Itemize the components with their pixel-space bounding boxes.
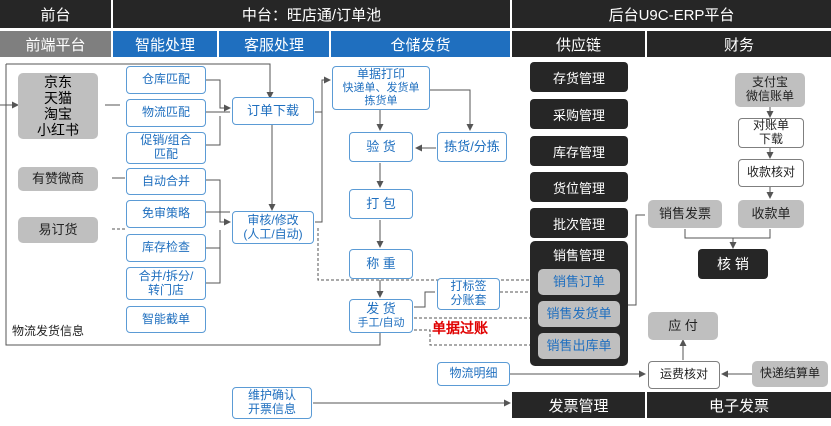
review-modify: 审核/修改 (人工/自动) — [232, 211, 314, 244]
platform-youzan: 有赞微商 — [18, 167, 98, 191]
label-split-accounts: 打标签 分账套 — [437, 278, 500, 310]
sub-supply-chain: 供应链 — [512, 31, 645, 57]
payable: 应 付 — [648, 312, 718, 340]
invoice-confirm: 维护确认 开票信息 — [232, 387, 312, 419]
smart-item-stock-check: 库存检查 — [126, 234, 206, 262]
sub-warehouse-shipping: 仓储发货 — [331, 31, 510, 57]
pick-sort: 拣货/分拣 — [437, 132, 507, 162]
supply-item-location: 货位管理 — [530, 172, 628, 202]
e-invoice: 电子发票 — [647, 392, 831, 418]
logistics-info-label: 物流发货信息 — [12, 324, 85, 338]
doc-transfer-label: 单据过账 — [432, 320, 488, 336]
smart-item-smart-intercept: 智能截单 — [126, 306, 206, 333]
sales-delivery: 销售发货单 — [538, 301, 620, 327]
smart-item-warehouse-match: 仓库匹配 — [126, 66, 206, 94]
sales-order: 销售订单 — [538, 269, 620, 295]
invoice-management: 发票管理 — [512, 392, 645, 418]
doc-print-sub: 快递单、发货单 拣货单 — [342, 82, 420, 107]
platform-yidinghuo: 易订货 — [18, 217, 98, 243]
pack: 打 包 — [349, 189, 413, 219]
smart-item-logistics-match: 物流匹配 — [126, 99, 206, 127]
sales-mgmt-panel: 销售管理 销售订单 销售发货单 销售出库单 — [530, 241, 628, 366]
inspect-goods: 验 货 — [349, 132, 413, 162]
sales-invoice: 销售发票 — [648, 200, 722, 228]
doc-print: 单据打印 快递单、发货单 拣货单 — [332, 66, 430, 110]
supply-item-stock: 库存管理 — [530, 136, 628, 166]
sub-frontend-platform: 前端平台 — [0, 31, 111, 57]
ship: 发 货 手工/自动 — [349, 299, 413, 333]
express-settlement: 快递结算单 — [752, 361, 828, 387]
supply-item-purchase: 采购管理 — [530, 99, 628, 129]
alipay-wechat-bill: 支付宝 微信账单 — [735, 73, 805, 107]
logistics-detail: 物流明细 — [437, 362, 510, 386]
supply-item-inventory: 存货管理 — [530, 62, 628, 92]
sub-finance: 财务 — [647, 31, 831, 57]
header-back: 后台U9C-ERP平台 — [512, 0, 831, 28]
platform-group-main: 京东 天猫 淘宝 小红书 — [18, 73, 98, 139]
header-middle: 中台：旺店通/订单池 — [113, 0, 510, 28]
freight-check: 运费核对 — [648, 361, 720, 389]
smart-item-auto-merge: 自动合并 — [126, 168, 206, 195]
reconcile-download: 对账单 下载 — [738, 118, 804, 148]
supply-item-batch: 批次管理 — [530, 208, 628, 238]
smart-item-no-review: 免审策略 — [126, 200, 206, 228]
header-front: 前台 — [0, 0, 111, 28]
receipt-check: 收款核对 — [738, 159, 804, 187]
doc-print-title: 单据打印 — [356, 67, 405, 82]
sub-customer-service: 客服处理 — [219, 31, 329, 57]
sales-mgmt-title: 销售管理 — [552, 248, 605, 263]
ship-title: 发 货 — [366, 301, 396, 317]
smart-item-merge-split: 合并/拆分/ 转门店 — [126, 267, 206, 300]
receipt-doc: 收款单 — [738, 200, 804, 228]
weigh: 称 重 — [349, 249, 413, 279]
smart-item-promo-match: 促销/组合 匹配 — [126, 132, 206, 164]
sub-smart-processing: 智能处理 — [113, 31, 217, 57]
ship-sub: 手工/自动 — [357, 317, 405, 330]
sales-outbound: 销售出库单 — [538, 333, 620, 359]
order-download: 订单下载 — [232, 97, 314, 125]
write-off: 核 销 — [698, 249, 768, 279]
